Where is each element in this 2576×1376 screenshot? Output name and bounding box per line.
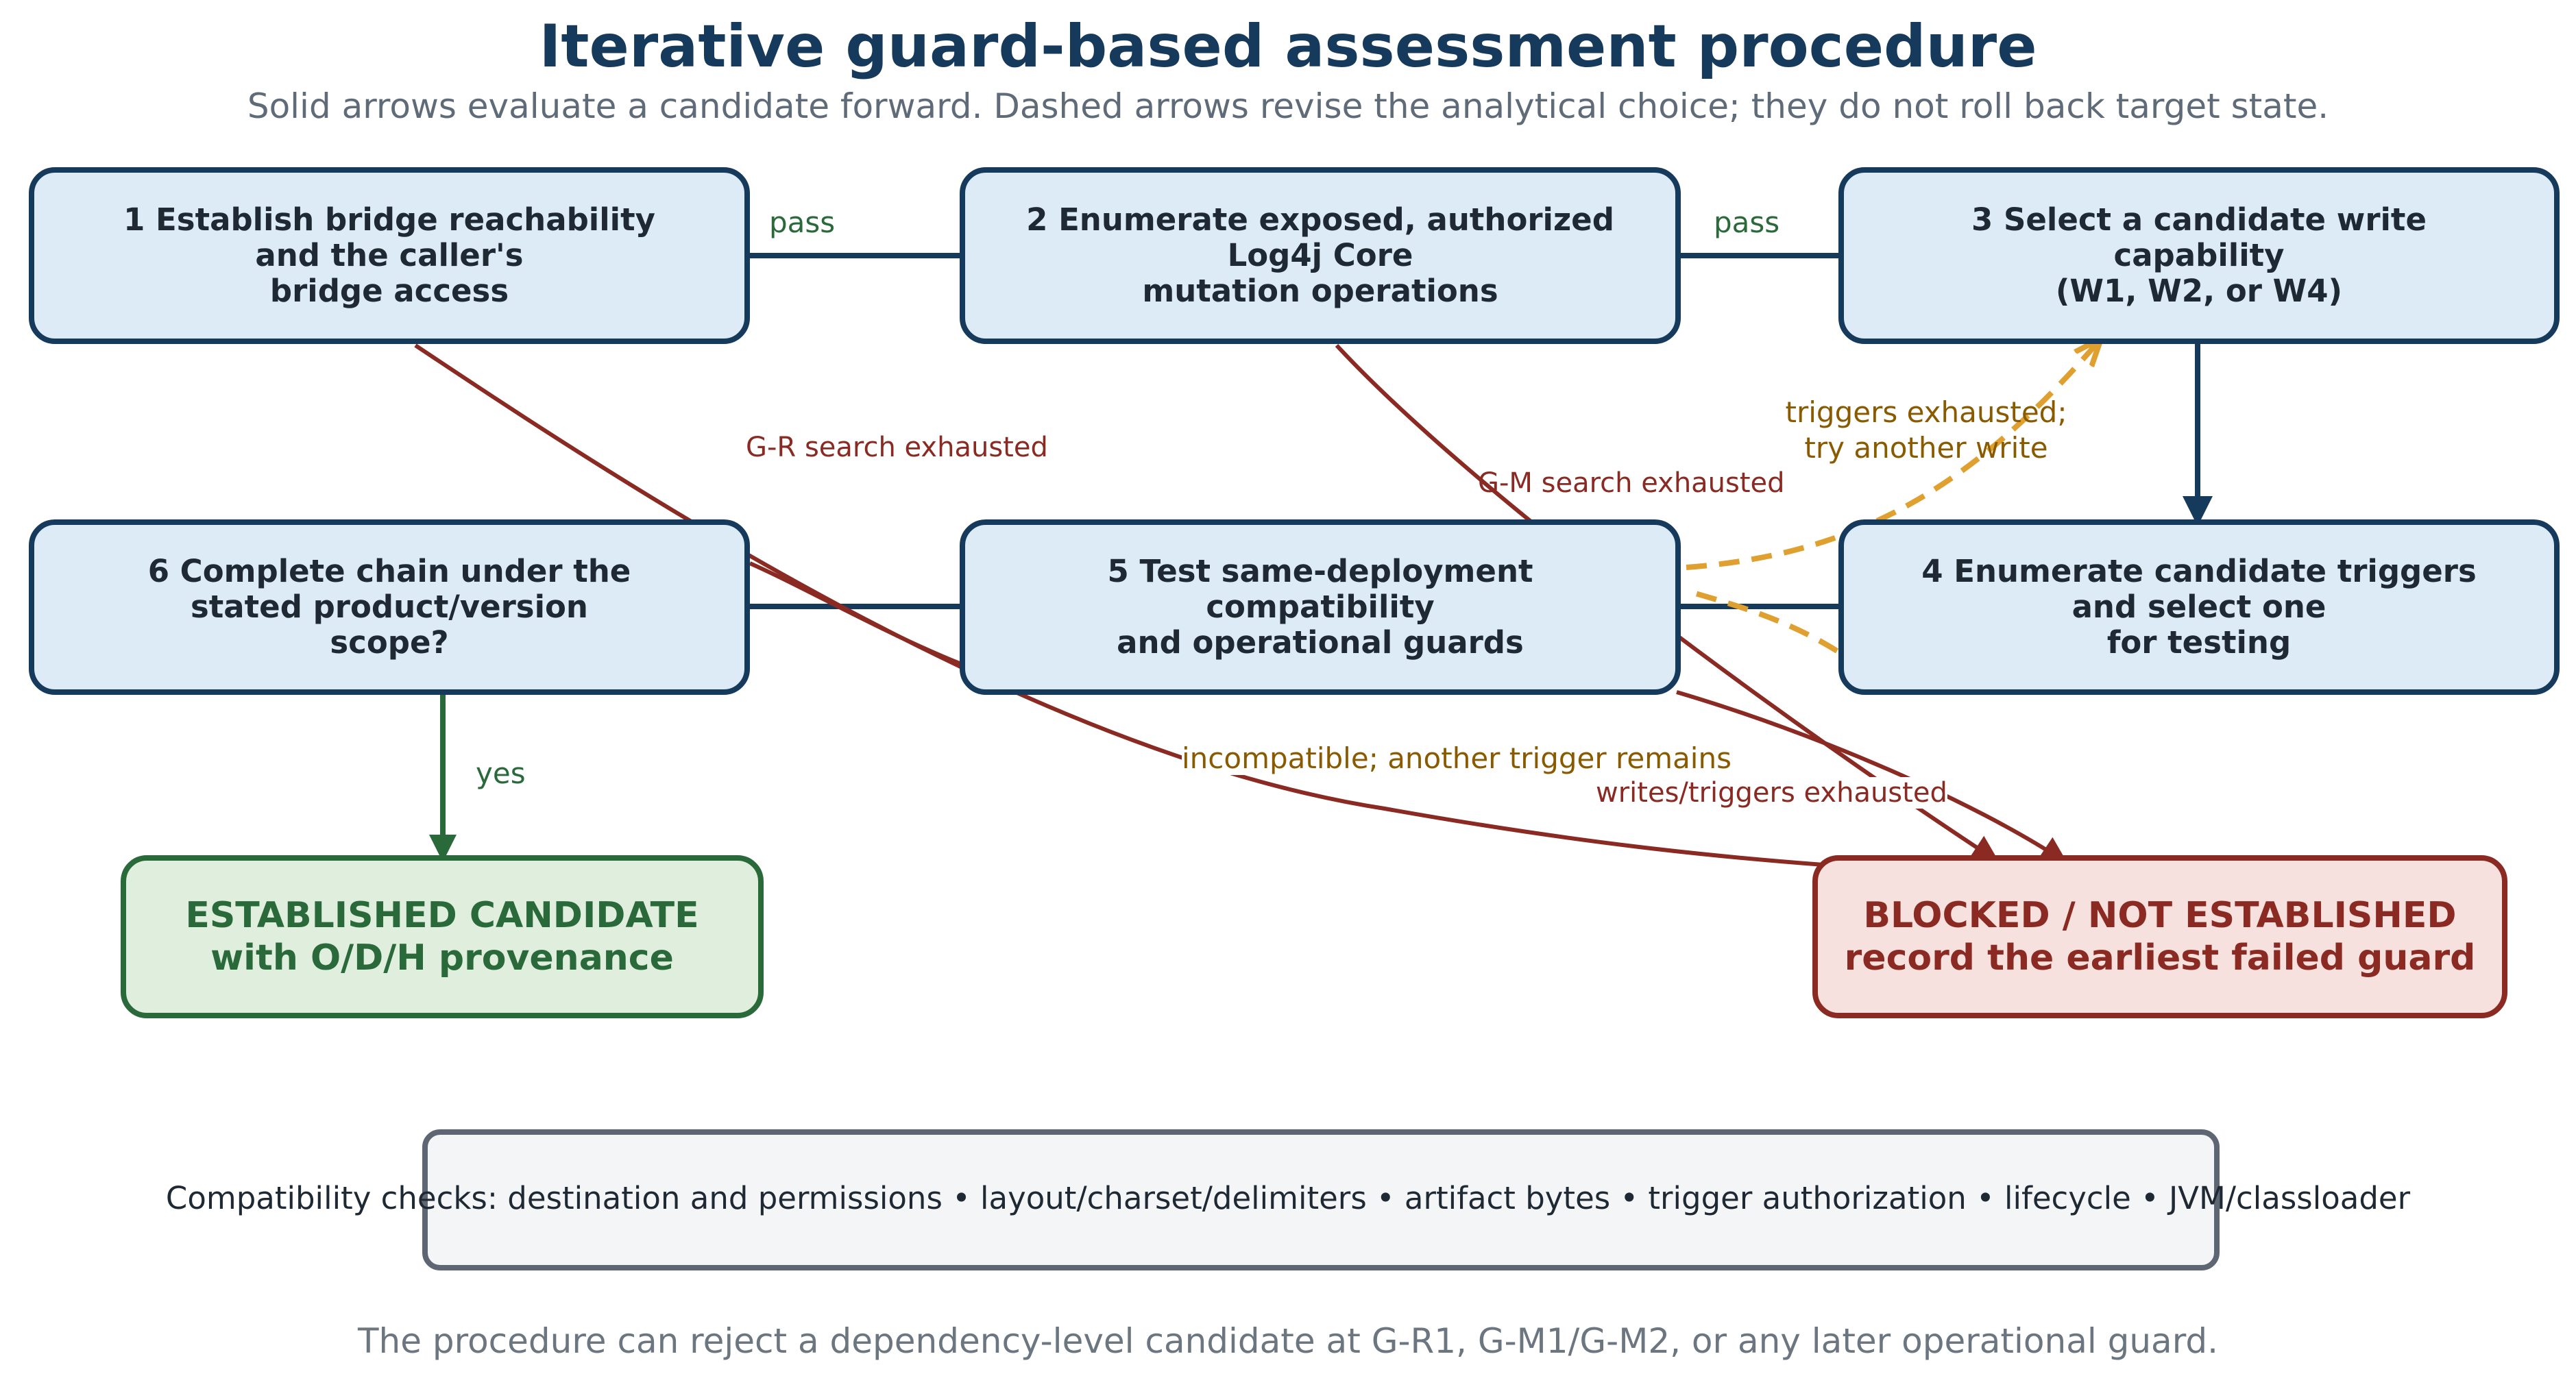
established-candidate-box: ESTABLISHED CANDIDATE with O/D/H provena…: [121, 855, 764, 1018]
edge-label-incompatible: incompatible; another trigger remains: [1182, 741, 1731, 775]
edge-label-pass-2: pass: [1714, 206, 1780, 239]
edge-5-to-blocked: [1676, 690, 2068, 864]
edge-label-pass-1: pass: [769, 206, 836, 239]
edge-label-triggers-exhausted-line2: try another write: [1804, 431, 2048, 465]
edge-label-gr-exhausted: G-R search exhausted: [746, 432, 1048, 463]
step-1-box: 1 Establish bridge reachability and the …: [29, 167, 750, 344]
edge-6-to-blocked-bridge: [749, 561, 975, 671]
edge-5-to-3-dashed: [1686, 343, 2098, 570]
step-6-box: 6 Complete chain under the stated produc…: [29, 519, 750, 695]
compatibility-checks-text: Compatibility checks: destination and pe…: [165, 1180, 2411, 1216]
edge-label-triggers-exhausted: triggers exhausted; try another write: [1755, 395, 2098, 466]
step-4-box: 4 Enumerate candidate triggers and selec…: [1838, 519, 2560, 695]
step-5-box: 5 Test same-deployment compatibility and…: [960, 519, 1681, 695]
edge-label-gm-exhausted: G-M search exhausted: [1478, 467, 1785, 499]
blocked-box: BLOCKED / NOT ESTABLISHED record the ear…: [1812, 855, 2507, 1018]
step-2-box: 2 Enumerate exposed, authorized Log4j Co…: [960, 167, 1681, 344]
edge-label-yes: yes: [476, 757, 526, 790]
diagram-subtitle: Solid arrows evaluate a candidate forwar…: [247, 86, 2329, 126]
step-3-box: 3 Select a candidate write capability (W…: [1838, 167, 2560, 344]
footnote: The procedure can reject a dependency-le…: [357, 1321, 2218, 1361]
compatibility-panel: [422, 1129, 2220, 1270]
edge-4-to-5-dashed: [1685, 588, 1839, 654]
edge-label-triggers-exhausted-line1: triggers exhausted;: [1785, 395, 2067, 429]
edge-label-writes-exhausted: writes/triggers exhausted: [1596, 777, 1947, 809]
diagram-title: Iterative guard-based assessment procedu…: [539, 12, 2037, 81]
